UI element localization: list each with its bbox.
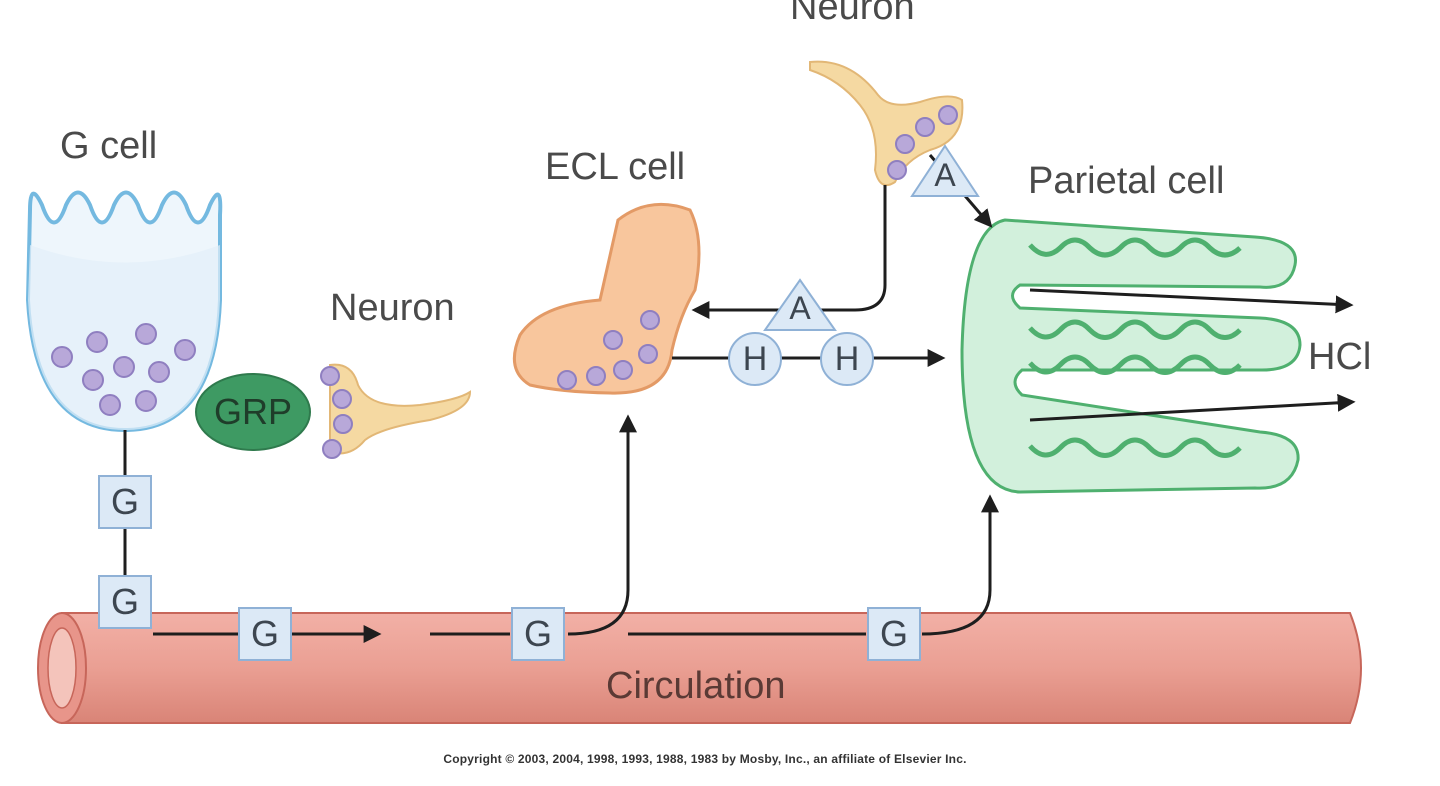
neuron-left <box>320 363 472 459</box>
neuron-top-label: Neuron <box>790 0 915 28</box>
acetylcholine-to-ecl-arrow <box>691 185 887 319</box>
gastrin-marker-5: G <box>867 607 921 661</box>
circulation-vessel <box>37 612 1362 724</box>
ecl-cell <box>512 202 701 395</box>
parietal-cell <box>960 218 1302 494</box>
gastrin-marker-4: G <box>511 607 565 661</box>
acetylcholine-triangle-ecl <box>763 278 837 331</box>
parietal-cell-label: Parietal cell <box>1028 160 1225 202</box>
copyright-notice: Copyright © 2003, 2004, 1998, 1993, 1988… <box>443 752 967 766</box>
ecl-cell-label: ECL cell <box>545 146 686 188</box>
gastrin-marker-2: G <box>98 575 152 629</box>
neuron-left-label: Neuron <box>330 287 455 329</box>
g-cell-label: G cell <box>60 125 158 167</box>
grp-label: GRP <box>213 391 292 432</box>
neuron-top <box>809 60 964 186</box>
gastrin-marker-1: G <box>98 475 152 529</box>
histamine-marker-1: H <box>728 332 782 386</box>
hcl-label: HCl <box>1308 336 1372 378</box>
circulation-label: Circulation <box>606 665 786 707</box>
hcl-arrow-bottom <box>1029 393 1356 422</box>
acetylcholine-triangle-parietal <box>910 144 980 197</box>
gastrin-to-parietal-arrow <box>921 494 999 636</box>
g-cell <box>25 190 223 433</box>
gastrin-to-ecl-arrow <box>567 414 637 636</box>
hcl-arrow-top <box>1029 288 1354 314</box>
pathway-arrows <box>123 154 1356 643</box>
g-cell-granules <box>51 323 196 416</box>
gastrin-marker-3: G <box>238 607 292 661</box>
histamine-marker-2: H <box>820 332 874 386</box>
acetylcholine-label-ecl: A <box>789 290 811 326</box>
grp-ellipse <box>195 373 311 451</box>
acetylcholine-label-parietal: A <box>934 157 956 193</box>
